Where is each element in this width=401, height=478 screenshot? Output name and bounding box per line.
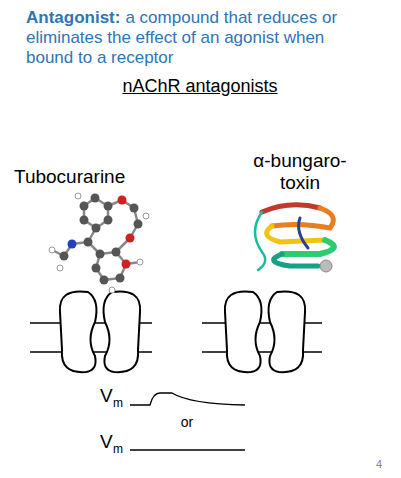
ribbon-loop [299,218,308,248]
compound-name: Tubocurarine [14,166,125,188]
ribbon-strand [272,208,333,228]
molecule-atoms [49,193,149,293]
atom [137,259,143,265]
compound-name: α-bungaro- toxin [245,150,355,194]
atom [80,216,89,225]
ribbon-strand [262,205,320,212]
signal-name: V [100,385,113,407]
ion-sphere [320,260,332,272]
molecule-bonds [52,198,140,280]
atom [92,224,101,233]
atom [84,238,93,247]
atom [130,204,139,213]
atom [104,202,113,211]
note: or [181,414,193,430]
atom [96,250,105,259]
atom [75,193,81,199]
receptor-subunit [225,291,262,372]
protein-ribbon [255,205,334,270]
atom [143,213,149,219]
ribbon-loop [255,212,265,270]
atom [109,287,115,293]
atom [68,240,77,249]
slide-heading: nAChR antagonists [122,76,277,97]
atom [80,202,89,211]
atom [91,194,100,203]
atom [57,265,63,271]
atom [122,260,131,269]
atom [126,234,135,243]
atom [116,274,125,283]
atom [92,264,101,273]
receptor-subunit [60,291,97,372]
page-number: 4 [376,458,382,471]
receptor-subunit [104,291,141,372]
definition: Antagonist:a compound that reduces or el… [26,8,376,68]
atom [134,220,143,229]
atom [112,248,121,257]
atom [104,216,113,225]
atom [118,196,127,205]
atom [60,252,69,261]
signal-subscript: m [113,443,123,457]
receptor-subunit [269,291,306,372]
ribbon-strand [274,254,318,266]
signal-subscript: m [113,397,123,411]
potential-trace [130,449,245,450]
ribbon-strand [267,226,325,242]
term: Antagonist: [26,8,120,27]
potential-trace [130,393,245,405]
atom [49,247,55,253]
receptor [60,291,305,372]
atom [100,276,109,285]
signal-name: V [100,431,113,453]
